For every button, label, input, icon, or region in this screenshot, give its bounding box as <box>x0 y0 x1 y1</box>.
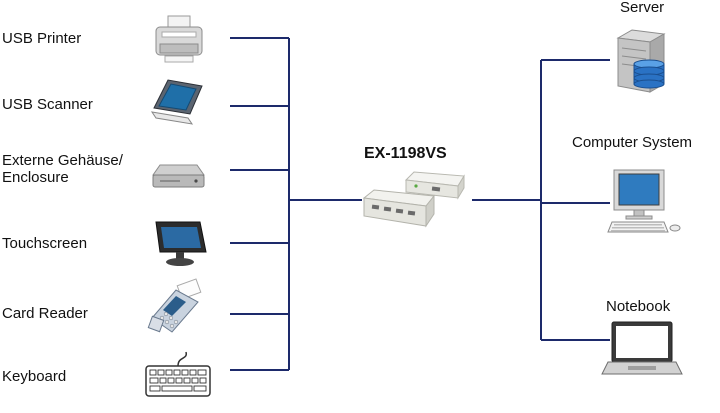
label-usb-scanner: USB Scanner <box>2 96 93 113</box>
label-touchscreen: Touchscreen <box>2 235 88 252</box>
card-reader-icon <box>147 278 202 333</box>
printer-icon <box>155 15 203 63</box>
hub-title: EX-1198VS <box>364 145 447 162</box>
label-notebook: Notebook <box>606 298 671 315</box>
label-usb-printer: USB Printer <box>2 30 82 47</box>
label-server: Server <box>620 0 665 16</box>
keyboard-icon <box>145 351 211 397</box>
desktop-computer-icon <box>607 169 681 233</box>
hard-drive-enclosure-icon <box>152 164 205 188</box>
scanner-icon <box>150 79 203 125</box>
label-card-reader: Card Reader <box>2 305 88 322</box>
label-computer-system: Computer System <box>572 134 693 151</box>
server-icon <box>616 29 666 93</box>
touchscreen-icon <box>155 221 207 266</box>
label-keyboard: Keyboard <box>2 368 67 385</box>
notebook-icon <box>601 321 683 375</box>
label-enclosure: Externe Gehäuse/ Enclosure <box>2 152 123 186</box>
usb-device-server-icon <box>362 171 465 228</box>
